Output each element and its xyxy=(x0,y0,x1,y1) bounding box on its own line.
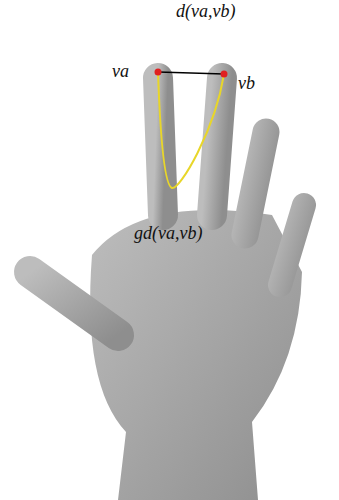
vertex-label: va xyxy=(112,62,129,82)
distance-label: d(va,vb) xyxy=(176,2,235,22)
vertex-dot xyxy=(221,71,228,78)
vertex-dot xyxy=(155,69,162,76)
hand-mesh xyxy=(30,78,304,500)
geodesic-curve xyxy=(158,72,224,188)
euclidean-line xyxy=(158,72,224,74)
geodesic-label: gd(va,vb) xyxy=(134,224,202,244)
vertex-label: vb xyxy=(238,74,255,94)
